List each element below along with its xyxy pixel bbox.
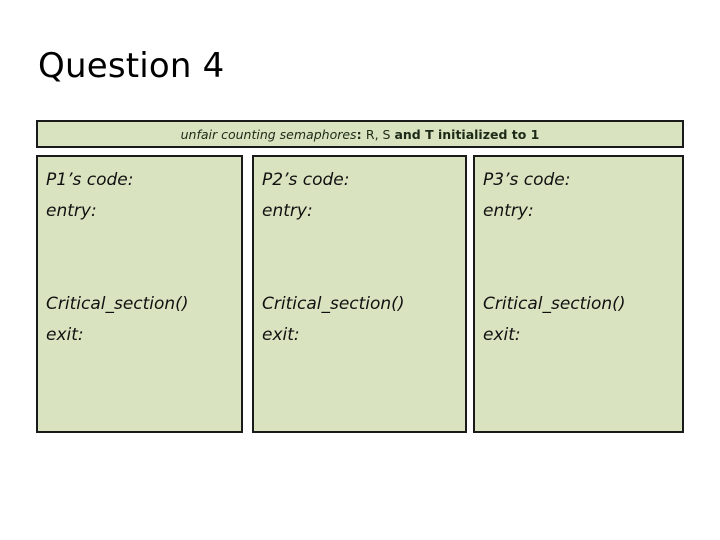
code-cell-p1: P1’s code: entry: Critical_section() exi… [36, 155, 243, 433]
code-header-p2: P2’s code: [262, 170, 350, 190]
code-exit-label-p2: exit: [262, 325, 300, 345]
code-critical-section-p1: Critical_section() [46, 294, 189, 314]
semaphore-declaration-banner: unfair counting semaphores: R, S and T i… [36, 120, 684, 148]
code-entry-label-p1: entry: [46, 201, 97, 221]
code-cell-p2: P2’s code: entry: Critical_section() exi… [252, 155, 467, 433]
code-entry-body-p3 [483, 227, 682, 289]
code-cell-p3: P3’s code: entry: Critical_section() exi… [473, 155, 684, 433]
code-entry-label-p3: entry: [483, 201, 534, 221]
banner-colon-segment: : [356, 126, 366, 142]
code-entry-label-p2: entry: [262, 201, 313, 221]
code-critical-section-p2: Critical_section() [262, 294, 405, 314]
code-exit-label-p1: exit: [46, 325, 84, 345]
banner-italic-segment: unfair counting semaphores [180, 126, 357, 142]
semaphore-banner-text: unfair counting semaphores: R, S and T i… [181, 127, 540, 142]
process-code-columns: P1’s code: entry: Critical_section() exi… [36, 155, 684, 433]
page-title: Question 4 [38, 46, 225, 86]
code-critical-section-p3: Critical_section() [483, 294, 626, 314]
code-entry-body-p2 [262, 227, 465, 289]
code-header-p1: P1’s code: [46, 170, 134, 190]
banner-bold-segment: and T initialized to 1 [394, 126, 540, 142]
code-exit-label-p3: exit: [483, 325, 521, 345]
code-entry-body-p1 [46, 227, 241, 289]
code-header-p3: P3’s code: [483, 170, 571, 190]
banner-regular-segment: R, S [365, 126, 395, 142]
